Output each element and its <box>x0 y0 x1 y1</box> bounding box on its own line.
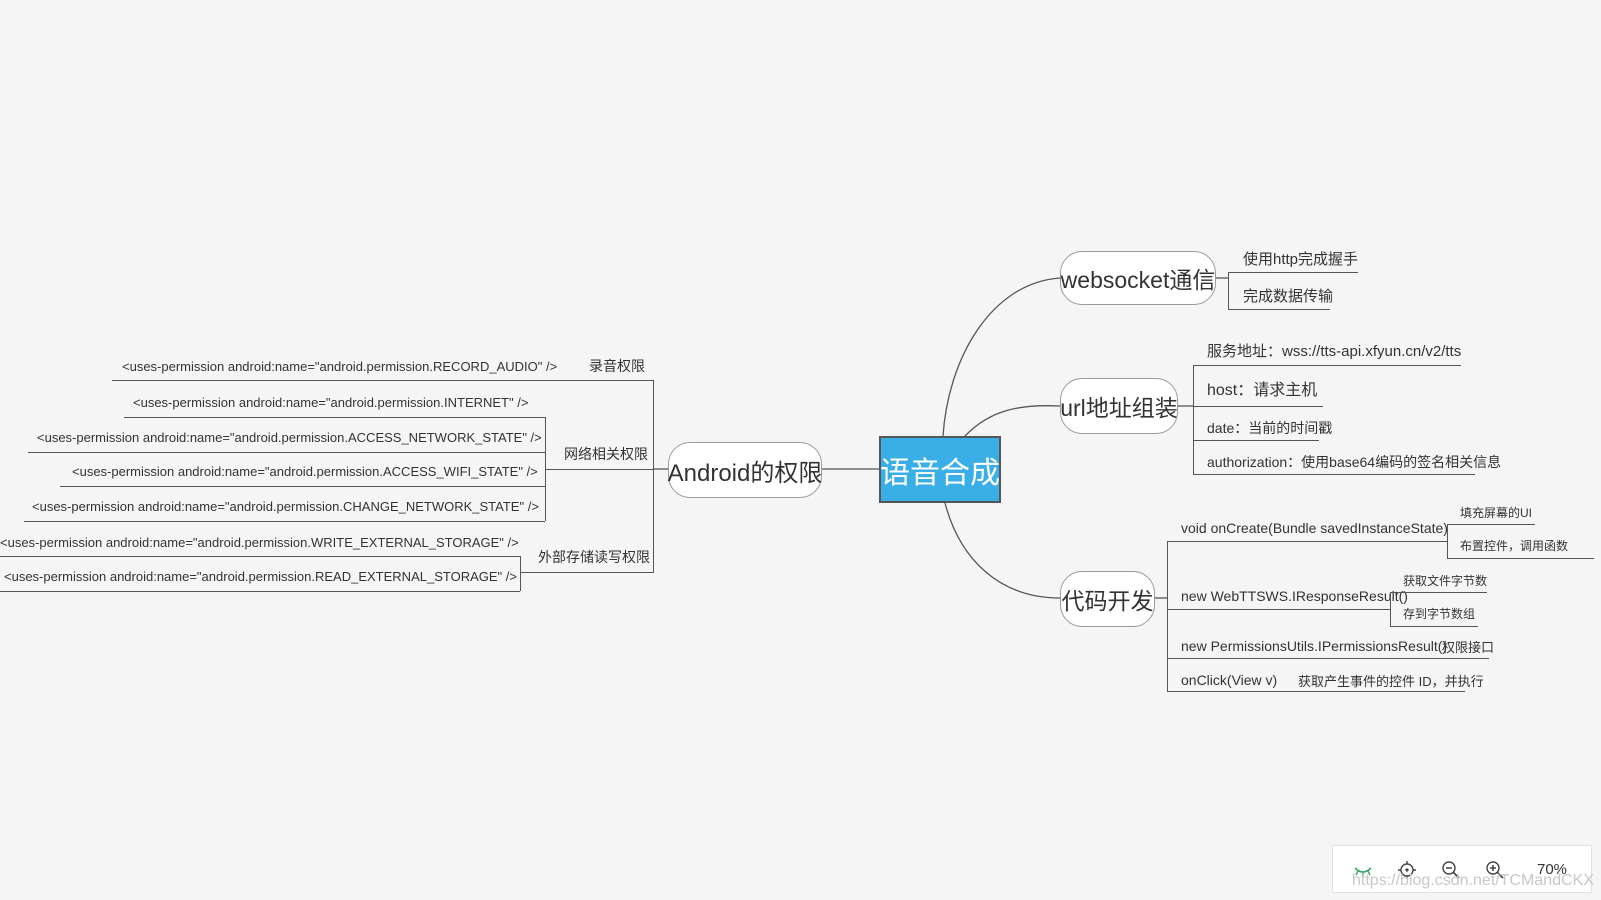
eye-icon[interactable] <box>1353 860 1373 880</box>
code-sub-item[interactable]: 获取文件字节数 <box>1403 574 1488 588</box>
code-item[interactable]: void onCreate(Bundle savedInstanceState) <box>1181 520 1448 536</box>
zoom-out-icon[interactable] <box>1441 860 1461 880</box>
code-sub-item[interactable]: 布置控件，调用函数 <box>1460 539 1569 553</box>
topic-code-label: 代码开发 <box>1061 588 1154 614</box>
permission-group-label[interactable]: 网络相关权限 <box>564 446 648 462</box>
code-sub-item[interactable]: 获取产生事件的控件 ID，并执行 <box>1298 674 1484 689</box>
permission-item[interactable]: <uses-permission android:name="android.p… <box>0 535 519 550</box>
topic-url[interactable]: url地址组装 <box>1060 378 1178 434</box>
websocket-item[interactable]: 完成数据传输 <box>1243 288 1334 305</box>
permission-item[interactable]: <uses-permission android:name="android.p… <box>133 395 529 410</box>
view-toolbar: 70% <box>1332 845 1592 893</box>
zoom-in-icon[interactable] <box>1485 860 1505 880</box>
topic-android-permissions[interactable]: Android的权限 <box>668 442 822 498</box>
url-item[interactable]: authorization：使用base64编码的签名相关信息 <box>1207 454 1502 470</box>
permission-group-label[interactable]: 录音权限 <box>589 358 645 374</box>
code-sub-item[interactable]: 存到字节数组 <box>1403 607 1476 621</box>
code-item[interactable]: new WebTTSWS.IResponseResult() <box>1181 588 1408 604</box>
websocket-item[interactable]: 使用http完成握手 <box>1243 251 1359 268</box>
topic-websocket[interactable]: websocket通信 <box>1060 251 1216 305</box>
topic-android-permissions-label: Android的权限 <box>667 459 823 487</box>
permission-item[interactable]: <uses-permission android:name="android.p… <box>122 359 558 374</box>
permission-group-label[interactable]: 外部存储读写权限 <box>538 549 650 565</box>
permission-item[interactable]: <uses-permission android:name="android.p… <box>72 464 538 479</box>
fit-to-screen-icon[interactable] <box>1397 860 1417 880</box>
permission-item[interactable]: <uses-permission android:name="android.p… <box>37 430 542 445</box>
url-item[interactable]: date：当前的时间戳 <box>1207 420 1333 436</box>
watermark: https://blog.csdn.net/TCMandCKX <box>1352 872 1594 889</box>
code-sub-item[interactable]: 权限接口 <box>1442 640 1495 655</box>
central-topic-label: 语音合成 <box>880 456 1000 490</box>
topic-websocket-label: websocket通信 <box>1060 267 1216 293</box>
zoom-level: 70% <box>1537 861 1568 878</box>
topic-url-label: url地址组装 <box>1060 395 1178 421</box>
url-item[interactable]: 服务地址：wss://tts-api.xfyun.cn/v2/tts <box>1207 343 1462 360</box>
permission-item[interactable]: <uses-permission android:name="android.p… <box>32 499 539 514</box>
url-item[interactable]: host：请求主机 <box>1207 382 1318 399</box>
code-item[interactable]: new PermissionsUtils.IPermissionsResult(… <box>1181 638 1448 654</box>
code-sub-item[interactable]: 填充屏幕的UI <box>1460 506 1533 520</box>
permission-item[interactable]: <uses-permission android:name="android.p… <box>4 569 517 584</box>
code-item[interactable]: onClick(View v) <box>1181 672 1278 688</box>
topic-code[interactable]: 代码开发 <box>1060 571 1155 627</box>
central-topic[interactable]: 语音合成 <box>879 436 1001 503</box>
